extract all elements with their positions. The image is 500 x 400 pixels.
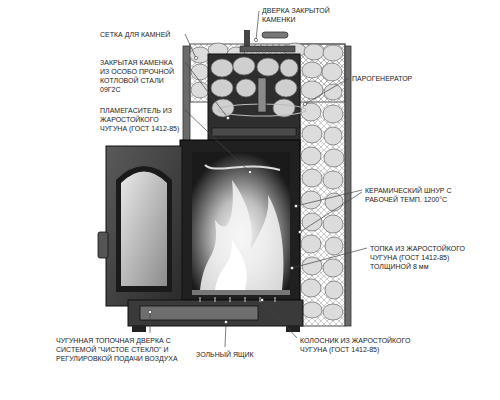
part-label: КОЛОСНИК ИЗ ЖАРОСТОЙКОГО ЧУГУНА (ГОСТ 14… xyxy=(300,336,412,354)
part-label: ПЛАМЕГАСИТЕЛЬ ИЗ ЖАРОСТОЙКОГО ЧУГУНА (ГО… xyxy=(100,106,182,133)
part-label: ЗОЛЬНЫЙ ЯЩИК xyxy=(196,350,276,359)
part-label: ТОПКА ИЗ ЖАРОСТОЙКОГО ЧУГУНА (ГОСТ 1412-… xyxy=(370,244,470,271)
leader-dots xyxy=(148,38,306,323)
stone-cage xyxy=(183,44,351,326)
part-label: ПАРОГЕНЕРАТОР xyxy=(352,74,442,83)
part-label: КЕРАМИЧЕСКИЙ ШНУР С РАБОЧЕЙ ТЕМП. 1200°С xyxy=(365,186,465,204)
stove-base xyxy=(128,297,303,332)
firebox xyxy=(180,140,300,300)
kamenka-lid xyxy=(240,30,295,52)
closed-kamenka xyxy=(208,54,306,150)
leader-lines xyxy=(150,11,367,347)
part-label: ЧУГУННАЯ ТОПОЧНАЯ ДВЕРКА С СИСТЕМОЙ "ЧИС… xyxy=(56,336,180,363)
fire-door xyxy=(98,146,182,306)
part-label: СЕТКА ДЛЯ КАМНЕЙ xyxy=(100,30,182,39)
part-label: ЗАКРЫТАЯ КАМЕНКА ИЗ ОСОБО ПРОЧНОЙ КОТЛОВ… xyxy=(100,58,182,94)
stones xyxy=(190,43,344,320)
part-label: ДВЕРКА ЗАКРЫТОЙ КАМЕНКИ xyxy=(262,6,342,24)
